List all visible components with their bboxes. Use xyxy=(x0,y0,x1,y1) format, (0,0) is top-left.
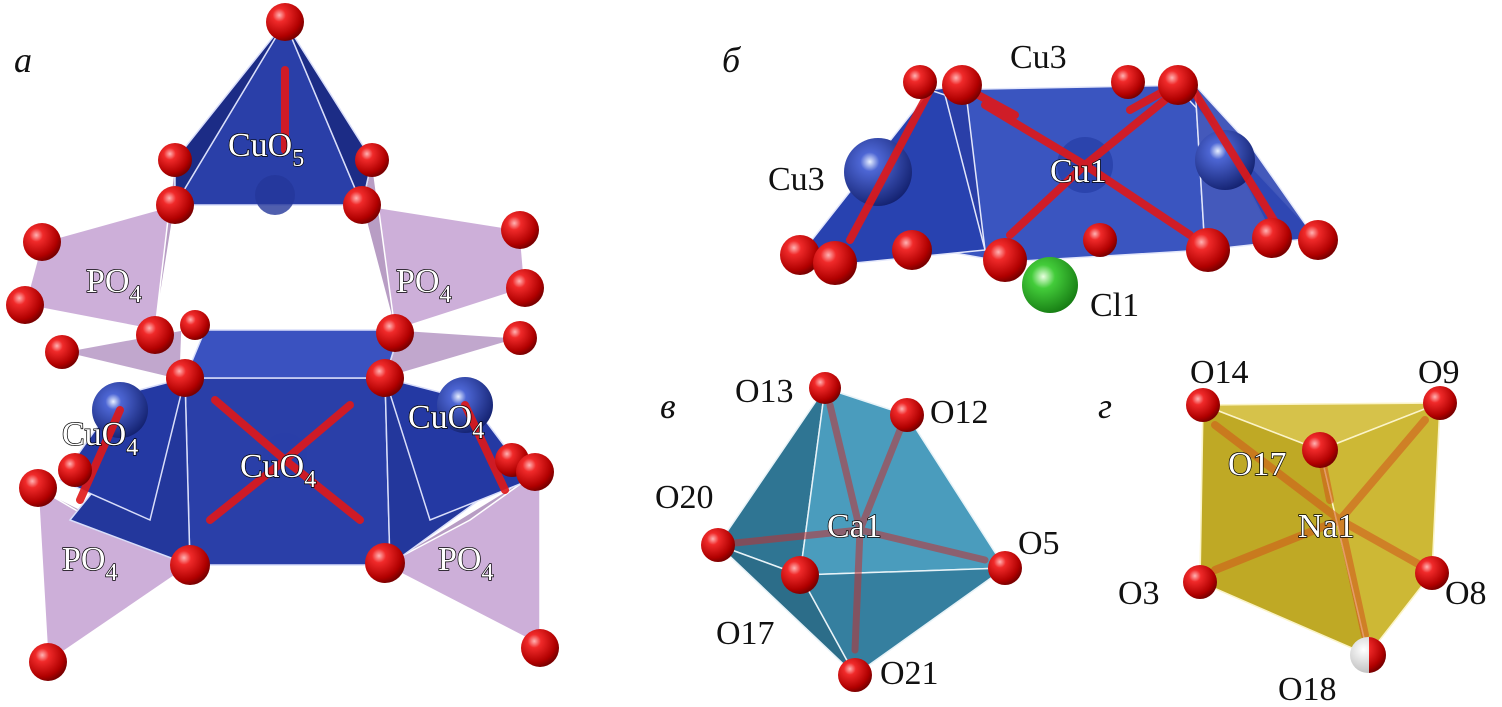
label-o17: O17 xyxy=(716,615,775,652)
label-o18: O18 xyxy=(1278,671,1337,707)
cu3-atom xyxy=(1195,130,1255,190)
panel-g-letter: г xyxy=(1098,386,1112,426)
label-o17: O17 xyxy=(1228,446,1287,483)
panel-b: б xyxy=(722,39,1338,324)
label-o13: O13 xyxy=(735,373,794,410)
oxygen-atoms-g xyxy=(1183,386,1457,673)
label-cuo5: CuO5 xyxy=(228,127,304,172)
bonds-b xyxy=(846,81,1284,244)
label-o8: O8 xyxy=(1445,575,1487,612)
label-cuo4: CuO4 xyxy=(62,416,138,461)
label-po4: PO4 xyxy=(396,263,451,308)
label-cl1: Cl1 xyxy=(1090,287,1139,324)
label-cuo4: CuO4 xyxy=(408,399,484,444)
oxygen-atoms-v xyxy=(701,372,1022,692)
label-o5: O5 xyxy=(1018,525,1060,562)
panel-a-letter: а xyxy=(14,40,32,80)
label-o20: O20 xyxy=(655,479,714,516)
cl1-atom xyxy=(1022,257,1078,313)
label-cuo4: CuO4 xyxy=(240,448,316,493)
label-po4: PO4 xyxy=(62,541,117,586)
label-o21: O21 xyxy=(880,655,939,692)
label-cu3-left: Cu3 xyxy=(768,161,825,198)
cu-atom xyxy=(255,175,295,215)
label-cu3-top: Cu3 xyxy=(1010,39,1067,76)
label-o12: O12 xyxy=(930,394,989,431)
label-po4: PO4 xyxy=(86,263,141,308)
oxygen-atoms-b xyxy=(780,65,1338,285)
label-o14: O14 xyxy=(1190,354,1249,391)
panel-g: г O14 O9 O17 Na1 O3 O8 xyxy=(1098,354,1487,707)
panel-v-letter: в xyxy=(660,386,676,426)
panel-b-letter: б xyxy=(722,40,742,80)
oxygen-atoms xyxy=(6,3,559,681)
panel-a: а xyxy=(6,3,559,681)
label-o3: O3 xyxy=(1118,575,1160,612)
panel-v: в O13 O12 O20 Ca1 O5 O17 O xyxy=(655,372,1060,692)
po4-tetrahedra xyxy=(24,159,541,664)
label-cu1: Cu1 xyxy=(1050,153,1107,190)
label-ca1: Ca1 xyxy=(827,508,882,545)
label-na1: Na1 xyxy=(1298,508,1355,545)
bonds-v xyxy=(731,401,989,654)
label-po4: PO4 xyxy=(438,541,493,586)
label-o9: O9 xyxy=(1418,354,1460,391)
cu-o-bonds xyxy=(76,66,509,524)
